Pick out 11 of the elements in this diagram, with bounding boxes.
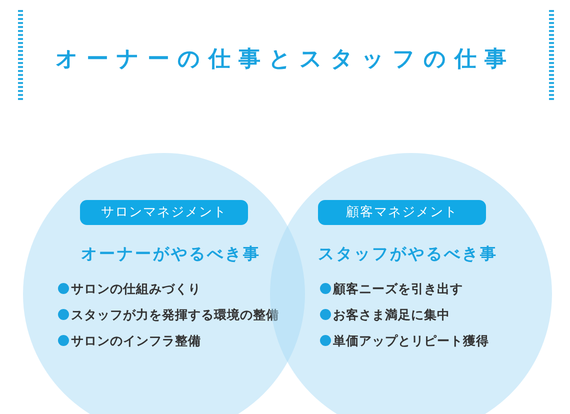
list-item: サロンの仕組みづくり [71,281,201,296]
heading: オーナーがやるべき事 [81,244,261,265]
list-item: サロンのインフラ整備 [71,333,201,348]
title: オーナーの仕事とスタッフの仕事 [54,46,516,74]
category-label: 顧客マネジメント [318,200,486,225]
category-label: サロンマネジメント [80,200,248,225]
heading: スタッフがやるべき事 [318,244,498,265]
list-item: お客さま満足に集中 [333,307,450,322]
list-item: 単価アップとリピート獲得 [333,333,489,348]
list-item: スタッフが力を発揮する環境の整備 [71,307,279,322]
list-item: 顧客ニーズを引き出す [333,281,463,296]
